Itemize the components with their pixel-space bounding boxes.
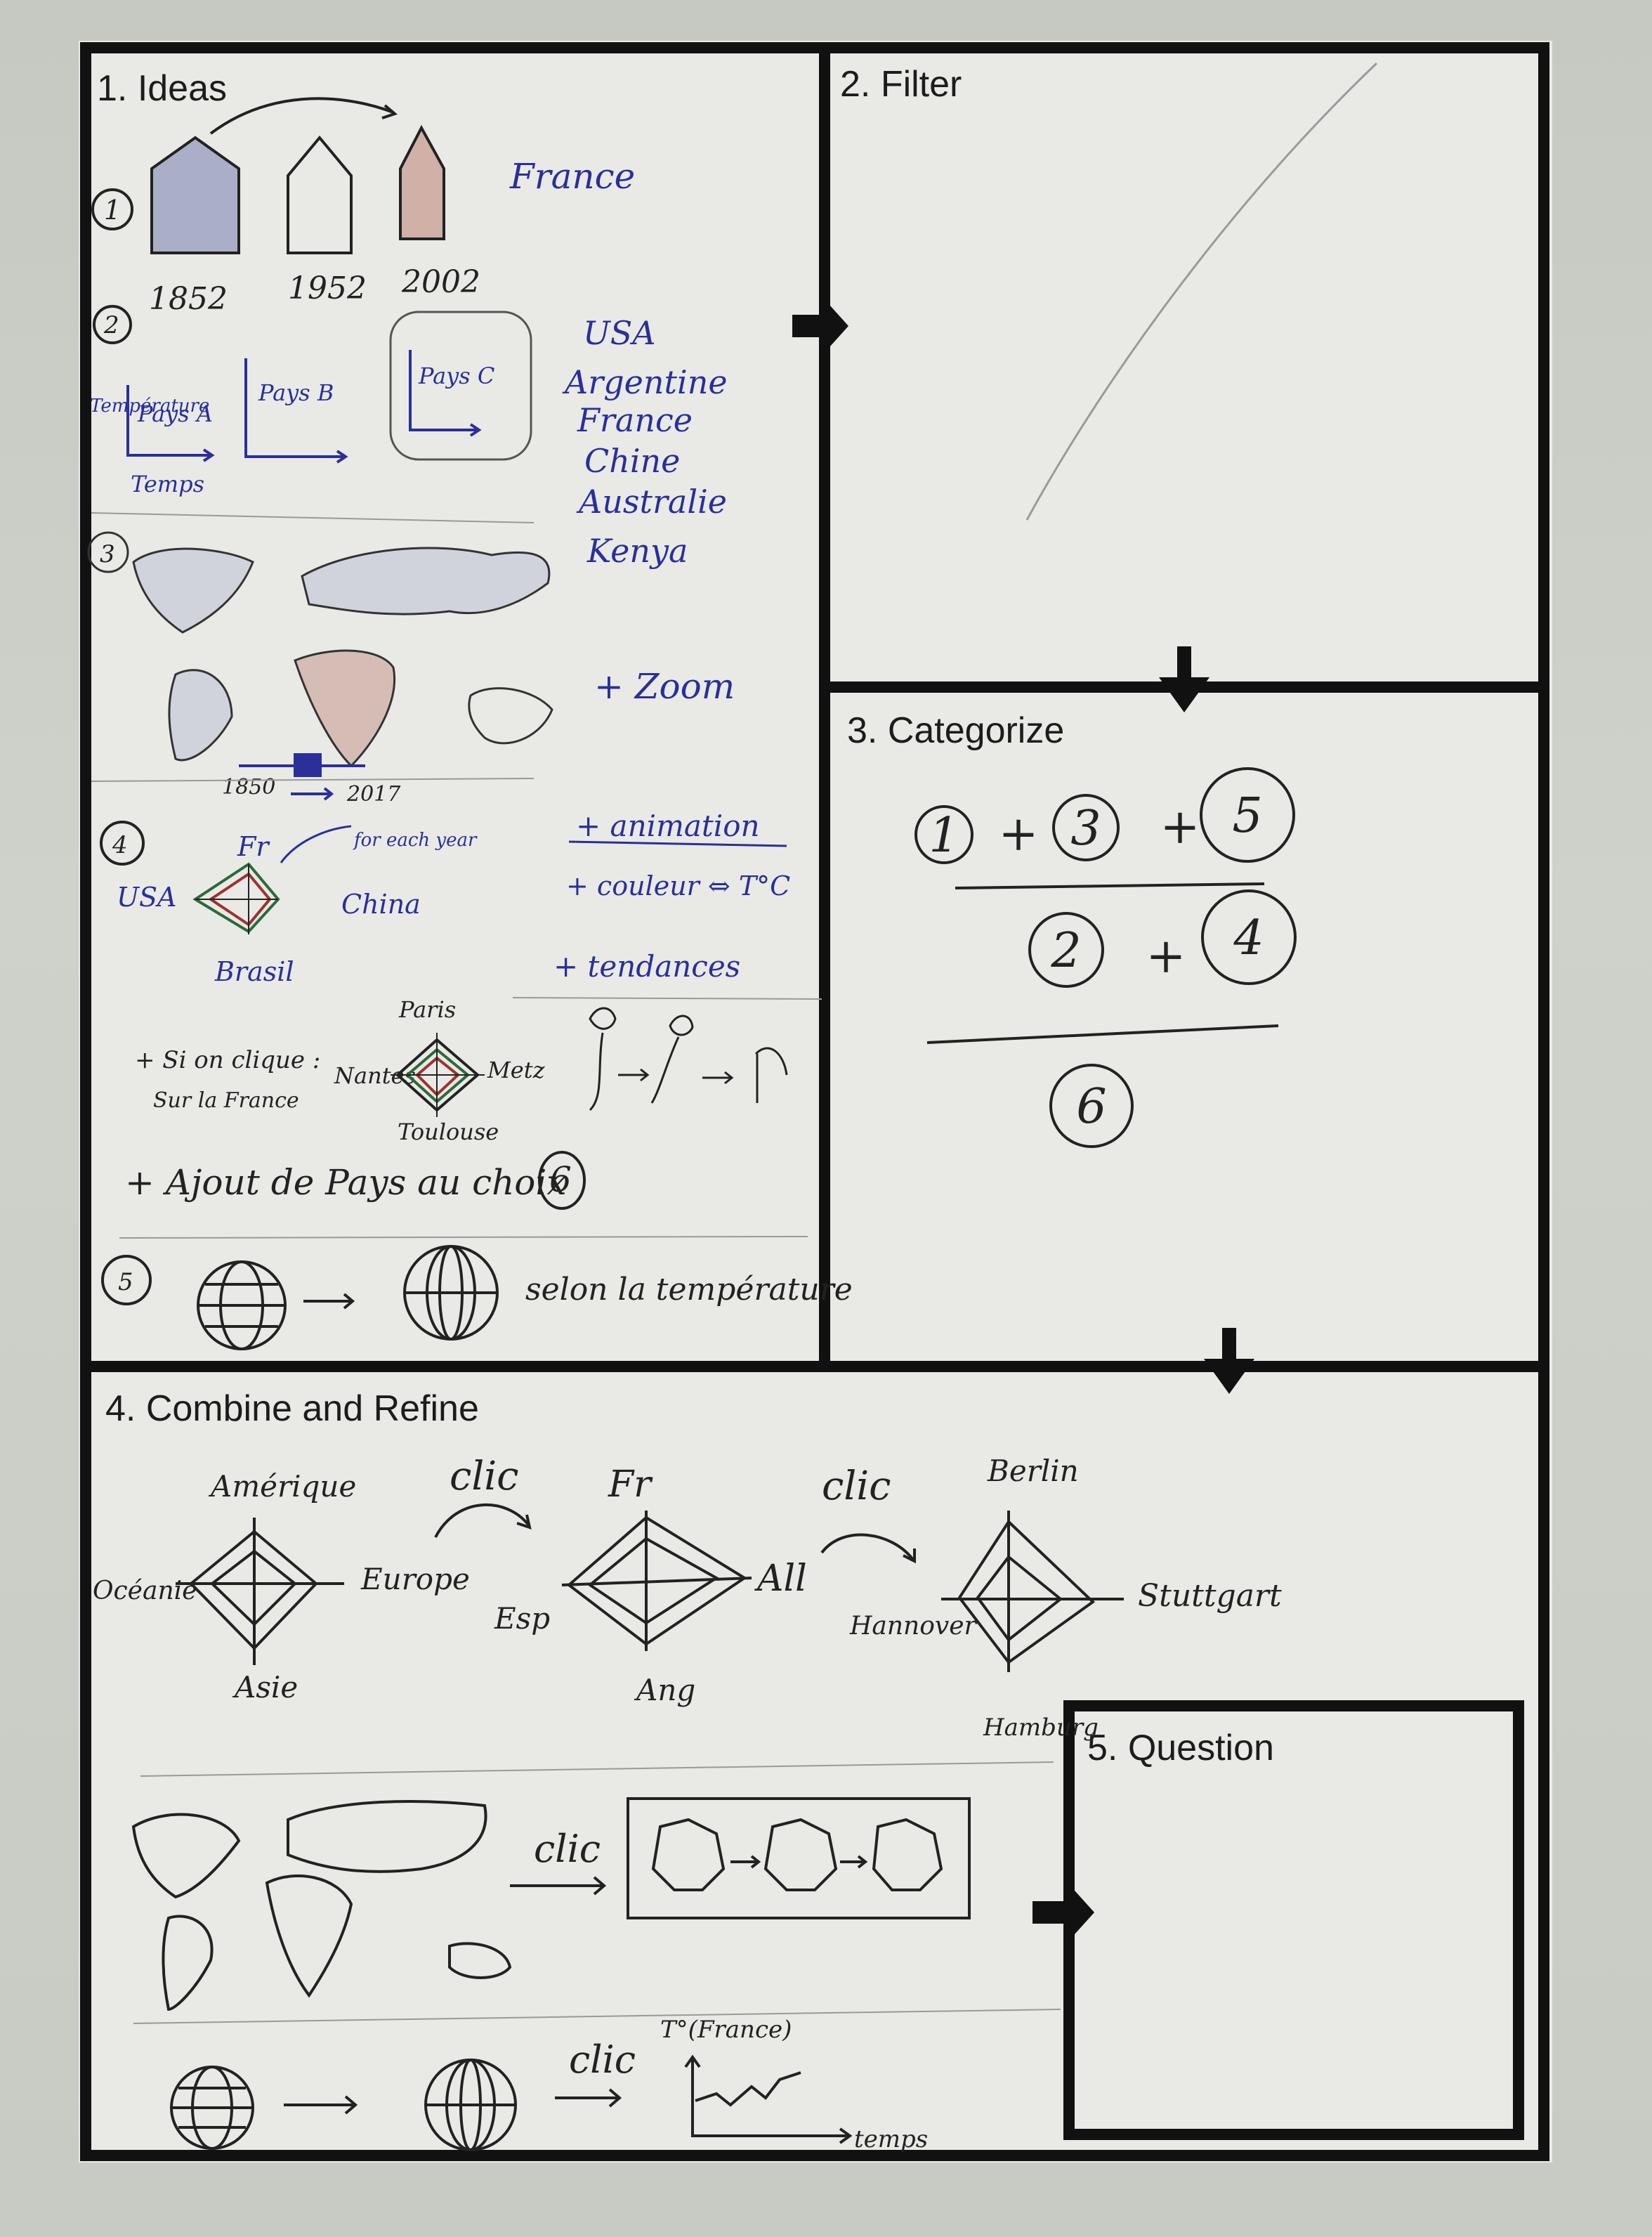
radar2-bottom-label: Ang — [634, 1673, 695, 1707]
radar2-top-label: Fr — [608, 1463, 653, 1506]
clic-label-3: clic — [534, 1827, 601, 1871]
france-radar-bottom: Toulouse — [398, 1118, 499, 1145]
idea5-globes — [101, 1245, 499, 1350]
idea5-note: selon la température — [525, 1272, 853, 1307]
panel-title-question: 5. Question — [1087, 1728, 1274, 1768]
radar1-right-label: Europe — [360, 1562, 470, 1596]
idea4-bottom-label: Brasil — [214, 956, 294, 987]
clic-arrows — [434, 1504, 916, 1564]
idea-number-4: 4 — [112, 831, 128, 859]
category-item-2: 2 — [1050, 923, 1081, 979]
categorize-groups — [914, 767, 1297, 1148]
clic-label-1: clic — [450, 1454, 519, 1499]
panel-title-combine: 4. Combine and Refine — [105, 1388, 479, 1429]
idea6-flowers — [589, 1007, 788, 1111]
idea4-radar — [100, 821, 352, 934]
panel-title-filter: 2. Filter — [840, 64, 962, 105]
panel-borders — [80, 42, 1549, 2161]
radar3-right-label: Stuttgart — [1138, 1578, 1282, 1614]
radar2-right-label: All — [754, 1558, 807, 1600]
arrow-to-combine-icon — [1204, 1328, 1254, 1394]
combine-radar-1 — [176, 1518, 344, 1665]
idea1-year-2: 1952 — [288, 270, 367, 306]
idea4-note: for each year — [353, 830, 478, 851]
idea2-chart-b: Pays B — [258, 379, 334, 406]
add-country-note: + Ajout de Pays au choix — [125, 1162, 567, 1203]
radar3-left-label: Hannover — [849, 1612, 978, 1641]
country-kenya: Kenya — [586, 532, 688, 570]
idea4-right-label: China — [341, 889, 421, 920]
radar1-bottom-label: Asie — [232, 1670, 298, 1704]
idea1-year-1: 1852 — [149, 281, 228, 317]
panel-title-categorize: 3. Categorize — [847, 710, 1065, 751]
idea-number-3: 3 — [100, 540, 115, 568]
category-item-4: 4 — [1233, 911, 1264, 966]
idea3-zoom-note: + Zoom — [594, 666, 735, 707]
idea1-year-3: 2002 — [401, 264, 480, 300]
idea1-country: France — [509, 156, 635, 197]
flow-arrows — [792, 298, 1254, 1941]
country-usa: USA — [583, 314, 656, 352]
idea2-line-charts — [93, 305, 532, 464]
combine-world-map — [131, 1800, 512, 2011]
country-france: France — [577, 401, 693, 439]
idea2-chart-c: Pays C — [418, 363, 494, 389]
idea4-top-label: Fr — [237, 831, 270, 862]
idea2-chart-a: Pays A — [137, 400, 213, 427]
idea-number-5: 5 — [118, 1268, 133, 1296]
click-note-line2: Sur la France — [153, 1088, 299, 1113]
idea3-timeline-start: 1850 — [222, 775, 275, 800]
radar3-bottom-label: Hamburg — [983, 1714, 1099, 1742]
note-tendances: + tendances — [553, 949, 740, 984]
idea-number-1: 1 — [104, 195, 121, 226]
radar2-left-label: Esp — [494, 1601, 550, 1636]
clic-label-2: clic — [822, 1463, 891, 1509]
idea3-timeline-end: 2017 — [346, 782, 401, 807]
arrow-to-categorize-icon — [1159, 646, 1210, 712]
france-radar-right: Metz — [487, 1057, 546, 1083]
category-plus-1: + — [999, 807, 1039, 862]
category-plus-3: + — [1146, 929, 1186, 984]
idea3-world-map — [87, 531, 553, 768]
france-radar — [391, 1033, 485, 1117]
idea1-houses — [91, 97, 445, 254]
arrow-to-question-icon — [1032, 1884, 1094, 1941]
idea-number-6: 6 — [549, 1159, 572, 1200]
country-chine: Chine — [584, 442, 680, 480]
france-radar-top: Paris — [398, 996, 456, 1023]
radar3-top-label: Berlin — [987, 1454, 1079, 1488]
idea-number-2: 2 — [103, 311, 119, 339]
clic-label-4: clic — [569, 2037, 636, 2082]
combine-radar-2 — [561, 1511, 752, 1651]
click-note-line1: + Si on clique : — [135, 1046, 320, 1074]
category-item-6: 6 — [1076, 1079, 1106, 1135]
arrow-to-filter-icon — [792, 298, 848, 354]
combine-globes — [170, 2059, 622, 2151]
idea2-xlabel: Temps — [131, 471, 204, 497]
chart-ylabel: T°(France) — [660, 2016, 792, 2044]
map-clic-arrow — [510, 1876, 607, 1896]
note-couleur: + couleur ⇔ T°C — [566, 870, 790, 901]
category-item-3: 3 — [1070, 801, 1101, 856]
category-plus-2: + — [1160, 800, 1200, 855]
panel-title-ideas: 1. Ideas — [97, 68, 228, 109]
idea4-left-label: USA — [117, 882, 177, 913]
combine-radar-3 — [941, 1511, 1124, 1672]
category-item-5: 5 — [1232, 788, 1262, 844]
country-australie: Australie — [576, 483, 727, 521]
category-item-1: 1 — [929, 808, 959, 863]
country-argentine: Argentine — [562, 363, 728, 401]
temperature-chart — [684, 2054, 853, 2144]
radar1-left-label: Océanie — [93, 1577, 197, 1605]
france-evolution-box — [627, 1797, 971, 1919]
idea3-timeline — [239, 753, 365, 801]
idea2-ylabel: Température — [90, 396, 209, 417]
note-animation: + animation — [576, 809, 760, 843]
radar1-top-label: Amérique — [208, 1469, 356, 1504]
chart-xlabel: temps — [854, 2125, 928, 2153]
filter-pencil-line — [1025, 62, 1378, 521]
